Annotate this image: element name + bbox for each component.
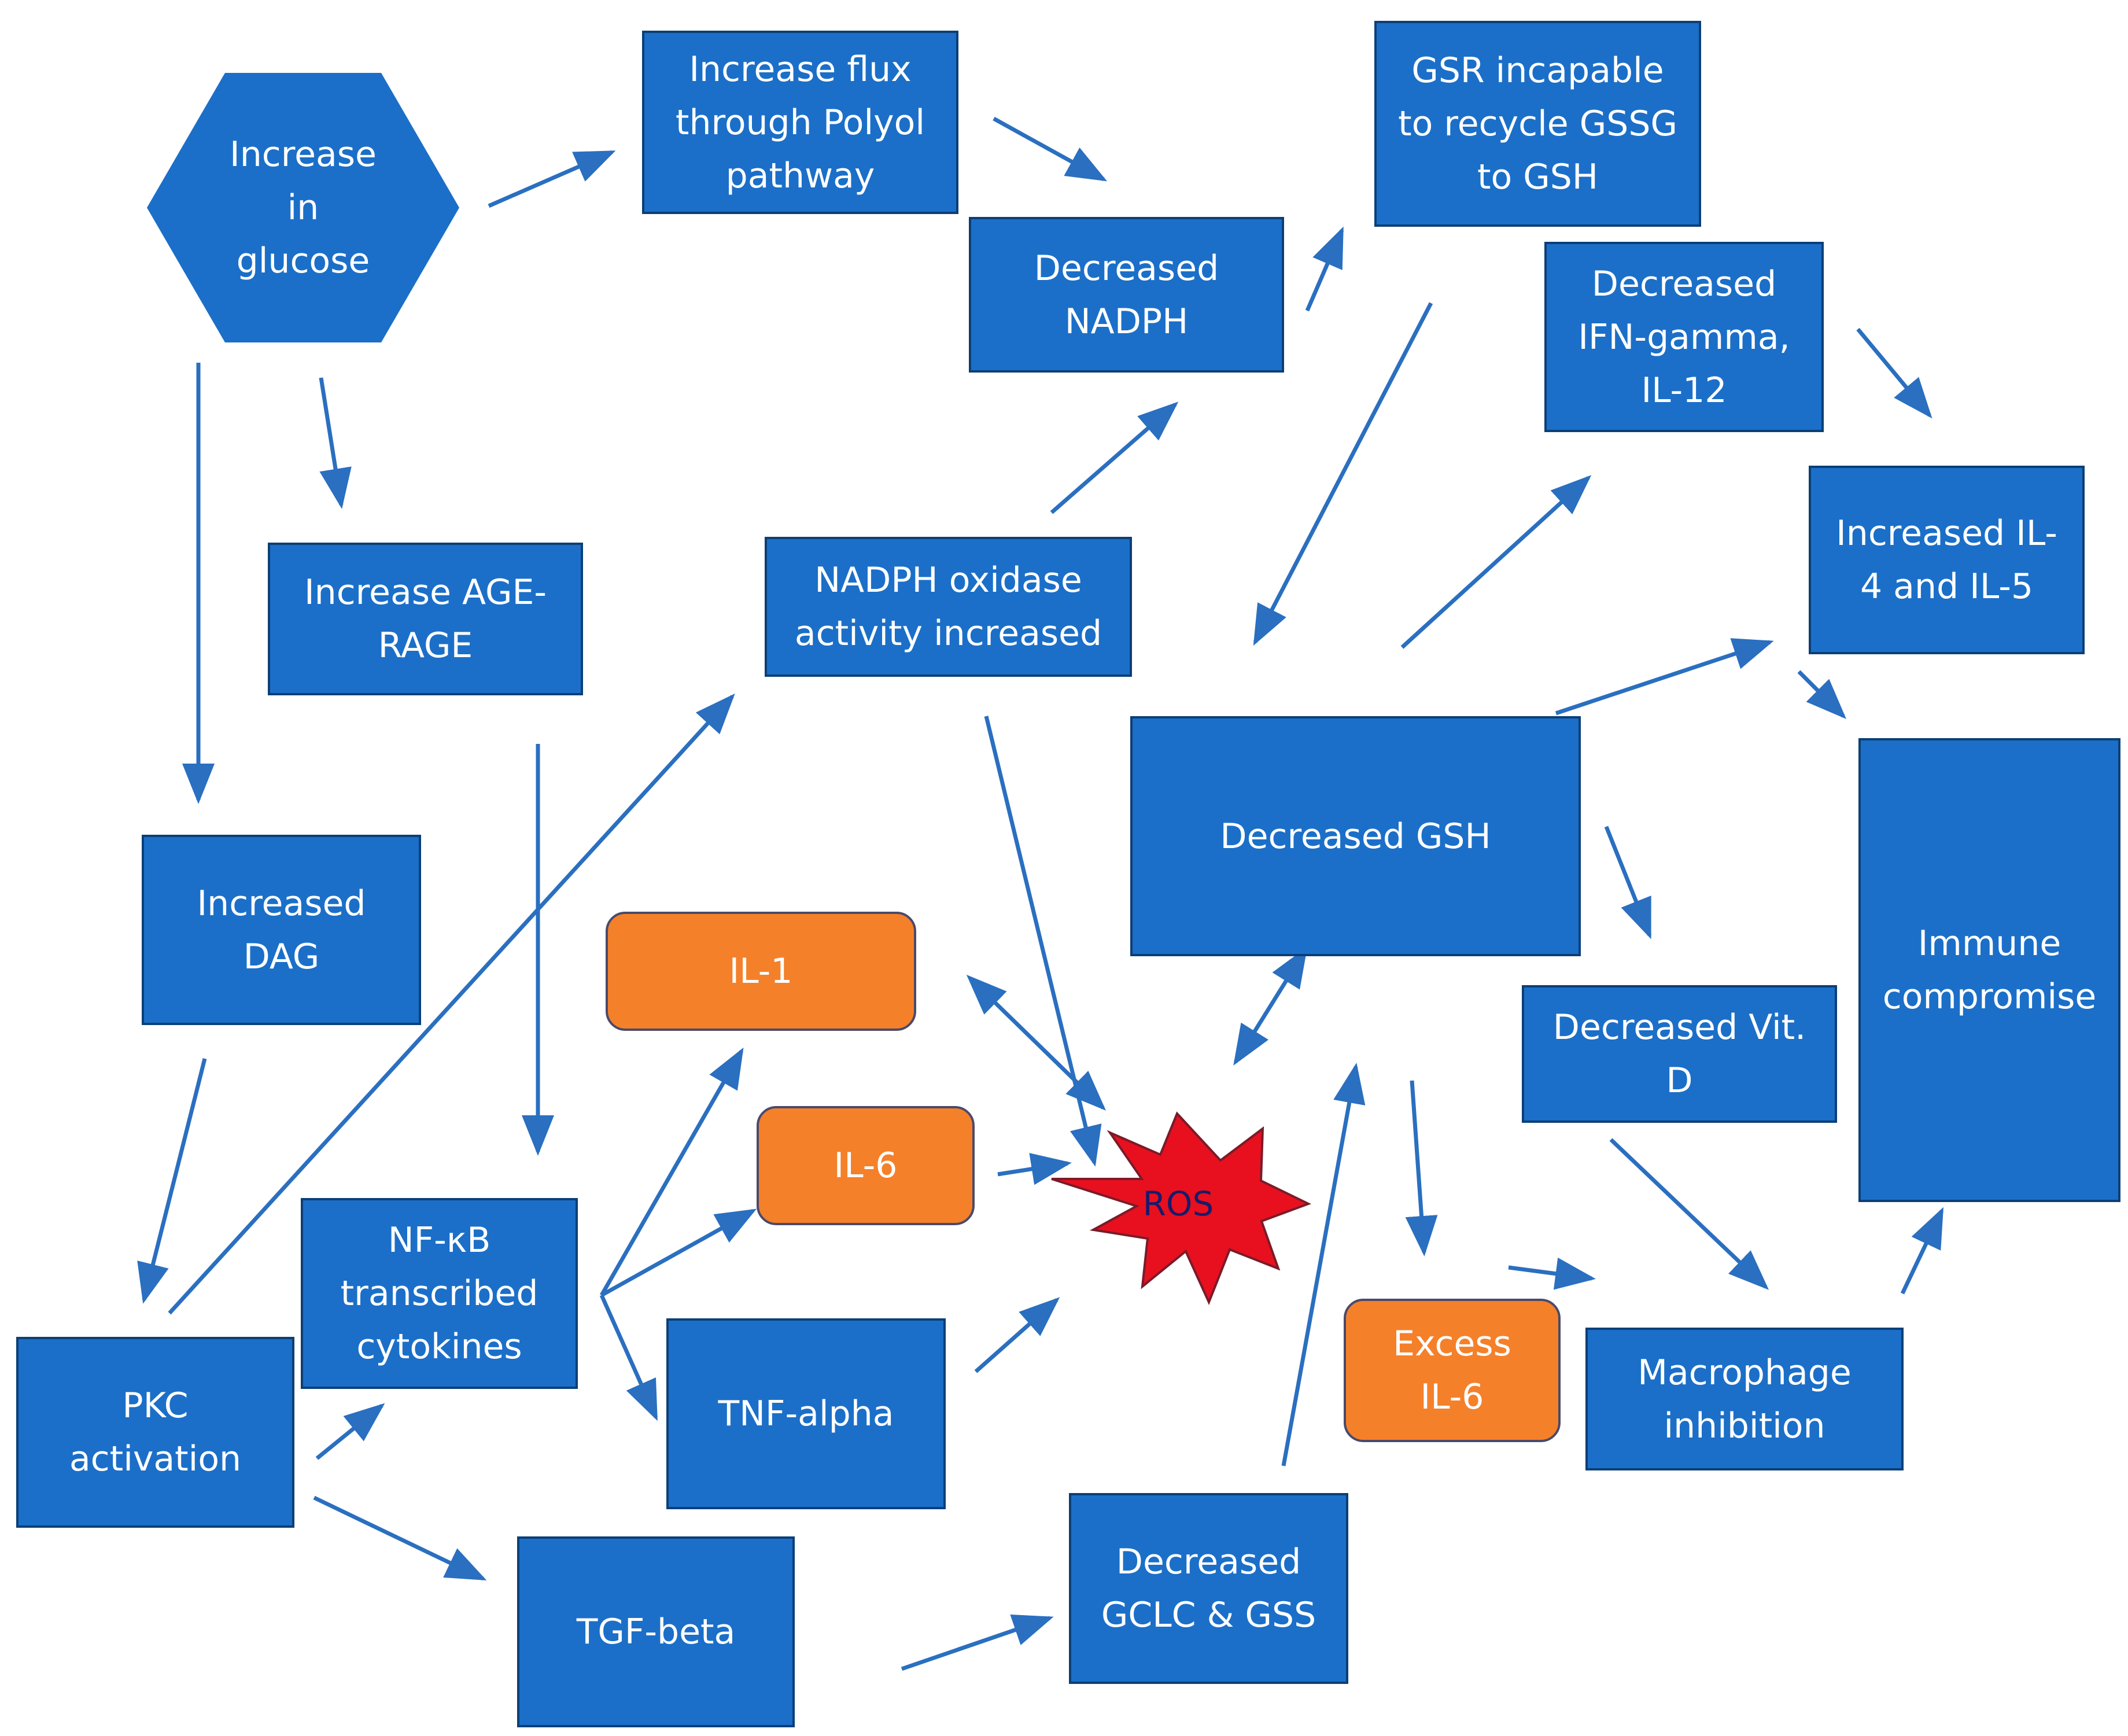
arrow-il1-ros-bidirectional — [966, 975, 1107, 1111]
node-tnf-alpha: TNF-alpha — [666, 1318, 946, 1509]
node-increased-dag: Increased DAG — [142, 835, 421, 1025]
arrow-polyol-to-nadph — [993, 116, 1108, 182]
arrow-nfkb-to-tnf — [599, 1294, 658, 1421]
arrow-tgf-to-gclc — [901, 1615, 1054, 1671]
arrow-macrophage-to-immune — [1900, 1207, 1944, 1295]
node-increase-age-rage: Increase AGE- RAGE — [268, 543, 583, 695]
arrow-ifn-to-il4 — [1856, 327, 1932, 419]
ros-starburst-icon — [1051, 1111, 1312, 1306]
node-polyol-pathway: Increase flux through Polyol pathway — [642, 31, 958, 214]
arrow-pkc-to-nox — [168, 693, 735, 1315]
arrow-nfkb-to-il6 — [600, 1208, 757, 1298]
arrow-gsh-to-ifn — [1400, 475, 1592, 649]
node-nadph-oxidase: NADPH oxidase activity increased — [765, 537, 1132, 677]
arrow-glucose-to-polyol — [488, 150, 616, 208]
node-tgf-beta: TGF-beta — [517, 1536, 795, 1727]
node-decreased-nadph: Decreased NADPH — [969, 217, 1284, 373]
arrow-tnf-to-ros — [974, 1297, 1060, 1373]
arrow-nox-to-nadph — [1050, 401, 1179, 514]
node-gsr-incapable: GSR incapable to recycle GSSG to GSH — [1374, 21, 1701, 227]
node-excess-il-6: Excess IL-6 — [1344, 1299, 1561, 1442]
arrow-gsh-ros-bidirectional — [1233, 946, 1308, 1066]
arrow-dag-to-pkc — [137, 1058, 207, 1304]
node-il-6: IL-6 — [757, 1106, 975, 1225]
node-macrophage-inhibition: Macrophage inhibition — [1585, 1328, 1904, 1470]
node-decreased-vit-d: Decreased Vit. D — [1522, 985, 1837, 1123]
node-nfkb-cytokines: NF-κB transcribed cytokines — [301, 1198, 578, 1389]
node-decreased-gsh: Decreased GSH — [1130, 716, 1581, 956]
ros-label: ROS — [1142, 1184, 1214, 1223]
arrow-vitd-to-macrophage — [1609, 1138, 1769, 1290]
arrow-gsr-to-gsh — [1253, 302, 1433, 646]
arrow-pkc-to-tgf — [313, 1495, 487, 1581]
arrow-nadph-to-gsr — [1305, 226, 1344, 312]
arrow-glucose-to-age — [319, 377, 352, 509]
arrow-excess-to-macrophage — [1508, 1257, 1596, 1290]
arrow-gsh-to-vitd — [1604, 825, 1652, 939]
arrow-gsh-to-il4 — [1555, 638, 1774, 716]
node-decreased-gclc-gss: Decreased GCLC & GSS — [1069, 1493, 1348, 1684]
arrow-gclc-to-ros-region — [1281, 1063, 1366, 1466]
arrow-nfkb-to-il1 — [599, 1047, 744, 1296]
node-il-1: IL-1 — [606, 912, 916, 1031]
node-decreased-ifn-il12: Decreased IFN-gamma, IL-12 — [1544, 242, 1824, 432]
arrow-gsh-to-excess-il6 — [1405, 1080, 1438, 1256]
arrow-nox-to-ros — [984, 716, 1102, 1167]
arrow-il4-to-immune — [1797, 670, 1846, 719]
arrow-il6-to-ros — [997, 1153, 1072, 1185]
node-pkc-activation: PKC activation — [16, 1337, 294, 1528]
arrow-pkc-to-nfkb — [315, 1403, 385, 1460]
node-increased-il4-il5: Increased IL- 4 and IL-5 — [1809, 466, 2085, 654]
node-increase-in-glucose: Increase in glucose — [147, 73, 459, 342]
node-immune-compromise: Immune compromise — [1858, 738, 2120, 1202]
